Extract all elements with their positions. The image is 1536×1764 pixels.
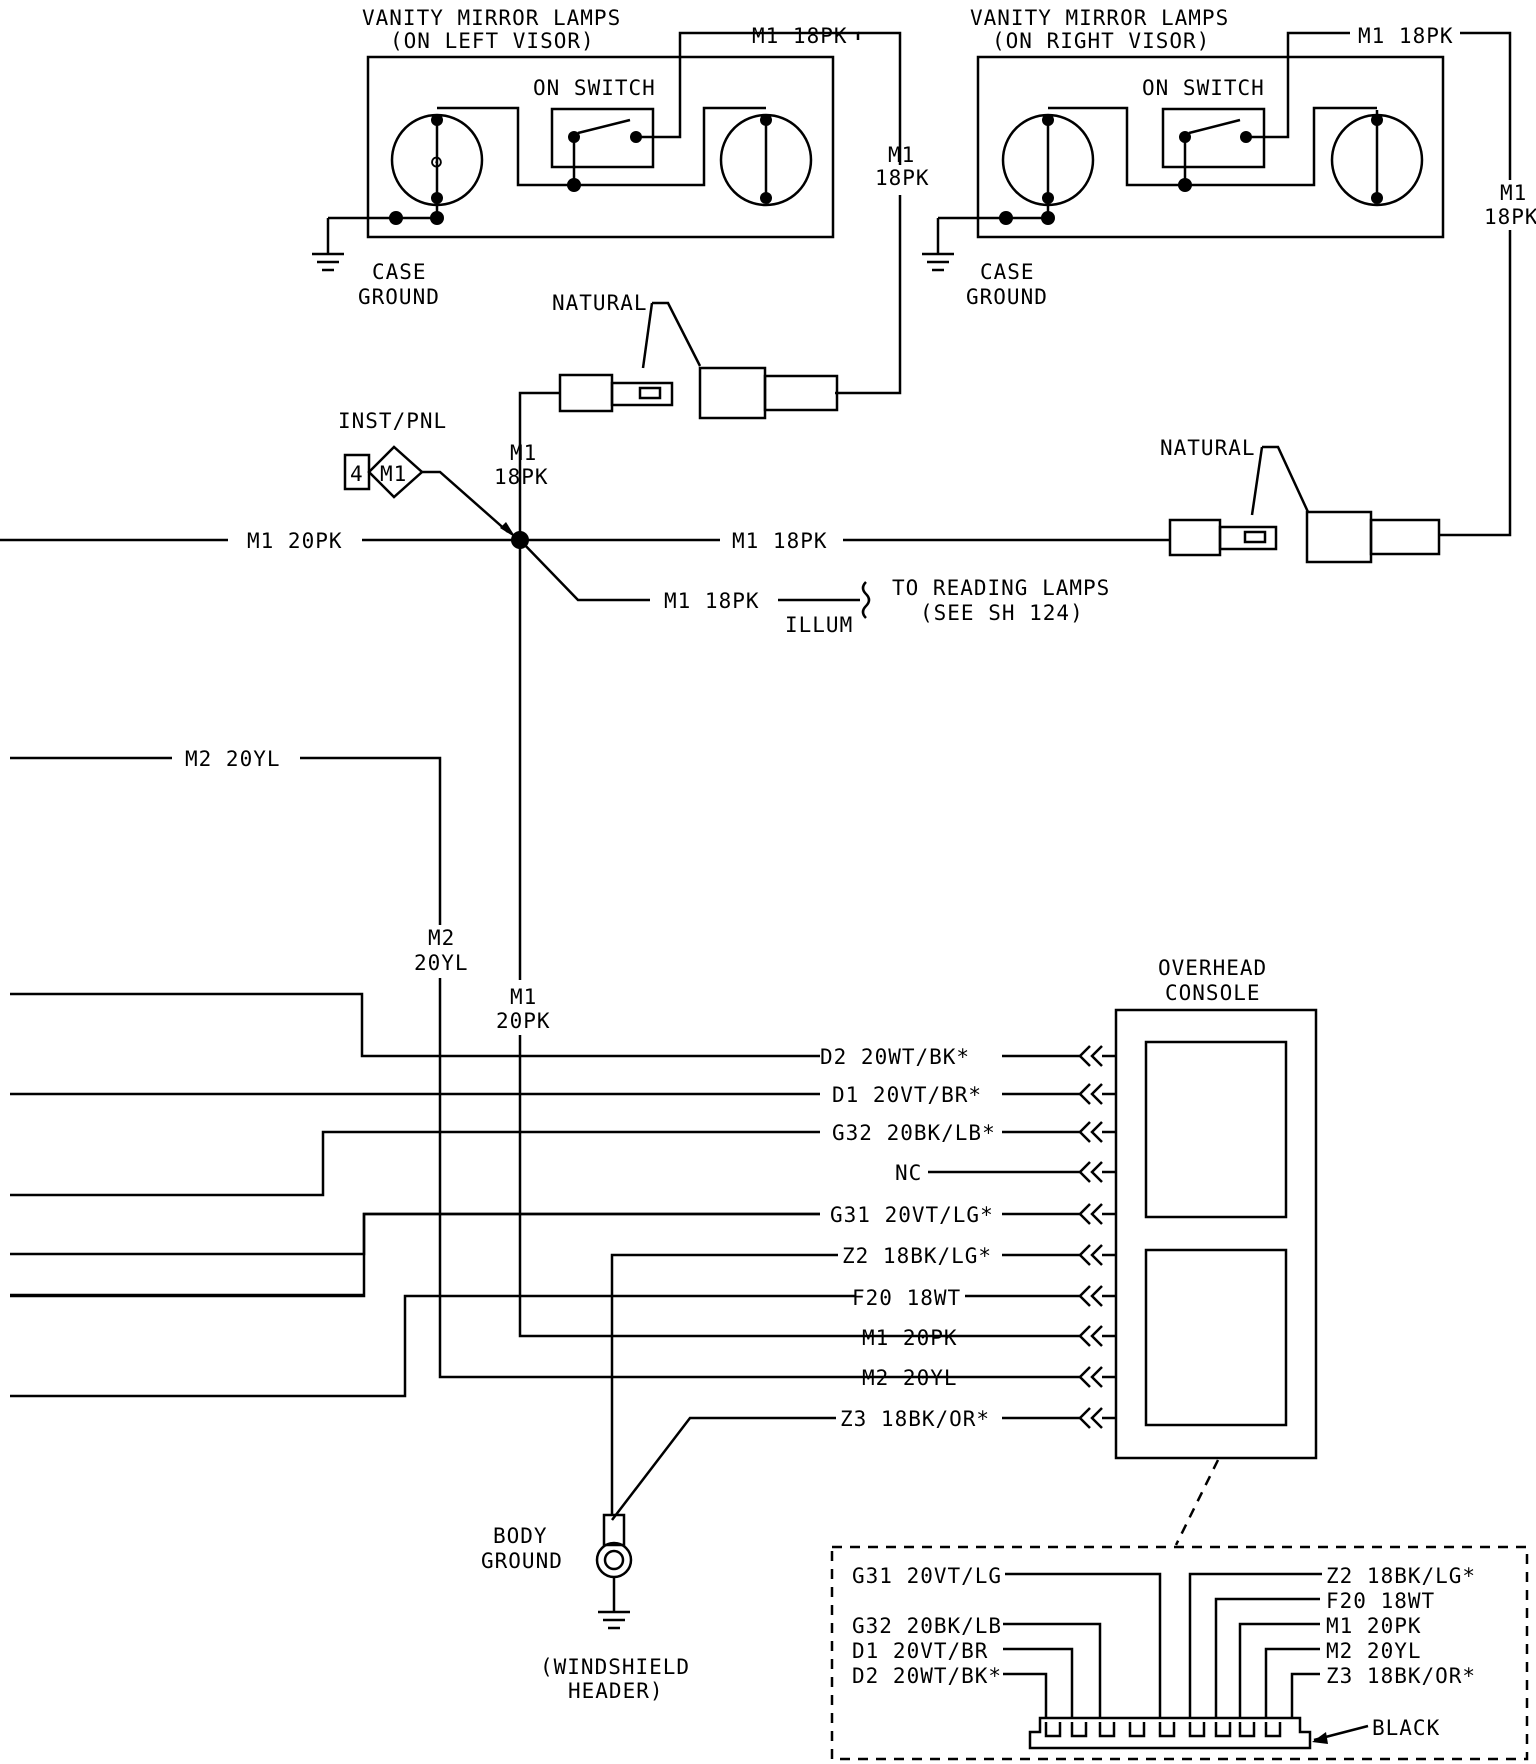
- conn-label-d2: D2 20WT/BK*: [852, 1664, 1002, 1688]
- connector-body: [1028, 1716, 1312, 1750]
- ground-ring-outer: [595, 1541, 633, 1579]
- console-title-1: OVERHEAD: [1158, 956, 1267, 980]
- reading-lamps-label-1: TO READING LAMPS: [892, 576, 1110, 600]
- connector-detail-frame: [830, 1545, 1529, 1761]
- right-connector-male: [1168, 518, 1222, 557]
- conn-label-z3: Z3 18BK/OR*: [1326, 1664, 1476, 1688]
- splice-wire-up-2: 18PK: [494, 465, 549, 489]
- right-wire-v1: M1: [1500, 181, 1527, 205]
- console-title-2: CONSOLE: [1165, 981, 1261, 1005]
- right-natural-label: NATURAL: [1160, 436, 1256, 460]
- splice-pin: 4: [350, 462, 364, 486]
- left-vanity-title: VANITY MIRROR LAMPS: [362, 6, 621, 30]
- left-wire-v2: 18PK: [875, 166, 930, 190]
- left-switch-label: ON SWITCH: [533, 76, 656, 100]
- left-case-ground-2: GROUND: [358, 285, 440, 309]
- m2-wire-horizontal: M2 20YL: [185, 747, 281, 771]
- body-ground-label-2: GROUND: [481, 1549, 563, 1573]
- console-wire-g31: G31 20VT/LG*: [830, 1203, 994, 1227]
- left-feed-wires: [10, 992, 855, 1398]
- left-switch-blade: [577, 118, 631, 135]
- left-vanity-enclosure: [366, 55, 835, 239]
- conn-label-m1: M1 20PK: [1326, 1614, 1422, 1638]
- right-wire-top-label: M1 18PK: [1358, 24, 1454, 48]
- conn-label-f20: F20 18WT: [1326, 1589, 1435, 1613]
- console-body[interactable]: [1114, 1008, 1318, 1460]
- conn-label-z2: Z2 18BK/LG*: [1326, 1564, 1476, 1588]
- console-wire-m1: M1 20PK: [862, 1326, 958, 1350]
- console-wire-g32: G32 20BK/LB*: [832, 1121, 996, 1145]
- console-wire-m2: M2 20YL: [862, 1366, 958, 1390]
- right-vanity-mirror: VANITY MIRROR LAMPS (ON RIGHT VISOR) ON …: [843, 6, 1536, 564]
- m2-wire-v2: 20YL: [414, 951, 469, 975]
- right-switch-label: ON SWITCH: [1142, 76, 1265, 100]
- right-vanity-enclosure: [976, 55, 1445, 239]
- conn-label-m2: M2 20YL: [1326, 1639, 1422, 1663]
- splice-wire-down-2: 20PK: [496, 1009, 551, 1033]
- console-lamp-upper[interactable]: [1144, 1040, 1288, 1219]
- splice-label: INST/PNL: [338, 409, 447, 433]
- right-case-ground-1: CASE: [980, 260, 1035, 284]
- right-case-ground-2: GROUND: [966, 285, 1048, 309]
- windshield-note-2: HEADER): [568, 1679, 664, 1703]
- left-wire-top-label: M1 18PK: [752, 24, 848, 48]
- splice-wire-right: M1 18PK: [732, 529, 828, 553]
- left-vanity-mirror: VANITY MIRROR LAMPS (ON LEFT VISOR) ON S…: [312, 6, 930, 445]
- illum-label: ILLUM: [785, 613, 853, 637]
- console-wire-d1: D1 20VT/BR*: [832, 1083, 982, 1107]
- left-natural-label: NATURAL: [552, 291, 648, 315]
- conn-label-g31: G31 20VT/LG: [852, 1564, 1002, 1588]
- console-wire-f20: F20 18WT: [852, 1286, 961, 1310]
- right-wire-v2: 18PK: [1484, 205, 1536, 229]
- splice-wire-reading: M1 18PK: [664, 589, 760, 613]
- splice-id: M1: [380, 462, 407, 486]
- right-connector-female: [1305, 510, 1373, 564]
- console-wire-z3: Z3 18BK/OR*: [840, 1407, 990, 1431]
- splice-wire-up-1: M1: [510, 441, 537, 465]
- left-wire-v1: M1: [888, 143, 915, 167]
- left-case-ground-1: CASE: [372, 260, 427, 284]
- body-ground-label-1: BODY: [493, 1524, 548, 1548]
- left-connector-male: [558, 373, 614, 413]
- right-vanity-title: VANITY MIRROR LAMPS: [970, 6, 1229, 30]
- conn-label-g32: G32 20BK/LB: [852, 1614, 1002, 1638]
- console-wire-nc: NC: [895, 1161, 922, 1185]
- windshield-note-1: (WINDSHIELD: [540, 1655, 690, 1679]
- console-wire-d2: D2 20WT/BK*: [820, 1045, 970, 1069]
- left-connector-female: [698, 366, 767, 420]
- connector-color: BLACK: [1372, 1716, 1440, 1740]
- connector-detail: G31 20VT/LG G32 20BK/LB D1 20VT/BR D2 20…: [830, 1459, 1529, 1761]
- inst-pnl-splice: INST/PNL 4 M1 M1 18PK M1 20PK M1 18PK M1…: [0, 409, 1110, 1338]
- reading-lamps-label-2: (SEE SH 124): [920, 601, 1084, 625]
- console-wire-z2: Z2 18BK/LG*: [842, 1244, 992, 1268]
- left-vanity-subtitle: (ON LEFT VISOR): [390, 29, 595, 53]
- splice-wire-down-1: M1: [510, 985, 537, 1009]
- splice-wire-left: M1 20PK: [247, 529, 343, 553]
- conn-label-d1: D1 20VT/BR: [852, 1639, 988, 1663]
- console-connector-chevrons: [1078, 1045, 1116, 1429]
- m2-wire-group: M2 20YL M2 20YL: [10, 747, 960, 1379]
- overhead-console: OVERHEAD CONSOLE D2 20WT/BK* D1 20VT/BR*…: [10, 956, 1318, 1521]
- m2-wire-v1: M2: [428, 926, 455, 950]
- console-lamp-lower[interactable]: [1144, 1248, 1288, 1427]
- ground-lug: [602, 1513, 626, 1547]
- body-ground: BODY GROUND (WINDSHIELD HEADER): [481, 1513, 690, 1703]
- right-vanity-subtitle: (ON RIGHT VISOR): [992, 29, 1210, 53]
